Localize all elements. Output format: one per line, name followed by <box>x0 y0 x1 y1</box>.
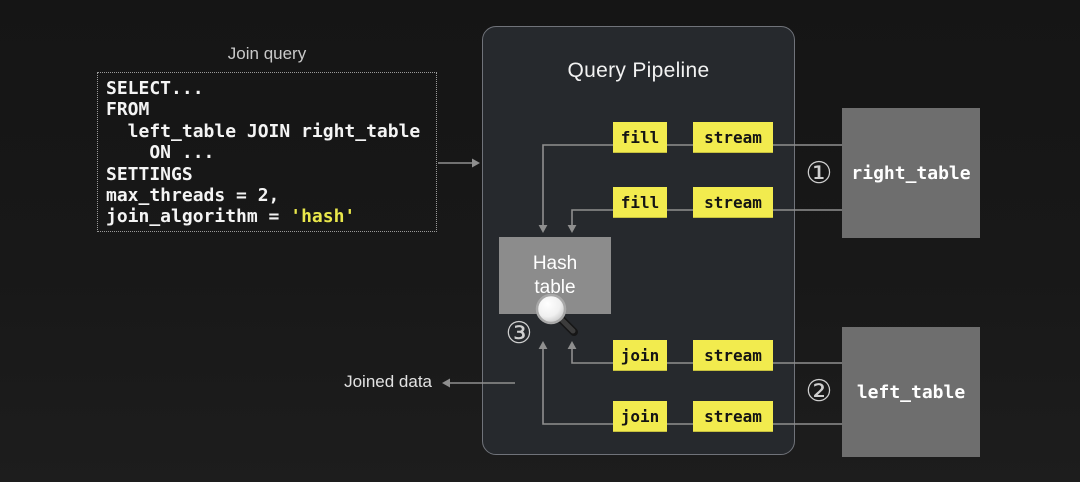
arrow-left-icon <box>442 378 450 388</box>
sql-line: ON ... <box>106 142 215 164</box>
sql-line: left_table JOIN right_table <box>106 120 421 142</box>
pipeline-title: Query Pipeline <box>567 59 710 82</box>
join-query-code: SELECT... FROM left_table JOIN right_tab… <box>97 72 437 232</box>
joined-data-label: Joined data <box>344 372 432 391</box>
hash-table-label-line2: table <box>534 276 576 298</box>
left-table-node: left_table <box>842 327 980 457</box>
sql-line: max_threads = 2, <box>106 185 280 207</box>
sql-line: SETTINGS <box>106 163 193 185</box>
join-query-caption: Join query <box>227 44 307 63</box>
fill-node: fill <box>613 187 667 218</box>
stream-node: stream <box>693 340 773 371</box>
step-badge-1: ① <box>805 157 833 190</box>
hash-table-label-line1: Hash <box>532 252 578 274</box>
arrow-right-icon <box>472 158 480 168</box>
magnifier-icon <box>535 293 578 336</box>
sql-line: join_algorithm = 'hash' <box>106 206 428 227</box>
stream-node: stream <box>693 122 773 153</box>
join-node: join <box>613 340 667 371</box>
stream-node: stream <box>693 187 773 218</box>
fill-node: fill <box>613 122 667 153</box>
sql-line: SELECT... <box>106 78 204 99</box>
join-node: join <box>613 401 667 432</box>
right-table-node: right_table <box>842 108 980 238</box>
step-badge-3: ③ <box>505 317 533 350</box>
step-badge-2: ② <box>805 375 833 408</box>
sql-setting-value-hash: 'hash' <box>290 206 356 228</box>
sql-line: FROM <box>106 99 150 121</box>
sql-setting-name: join_algorithm = <box>106 206 291 228</box>
stream-node: stream <box>693 401 773 432</box>
